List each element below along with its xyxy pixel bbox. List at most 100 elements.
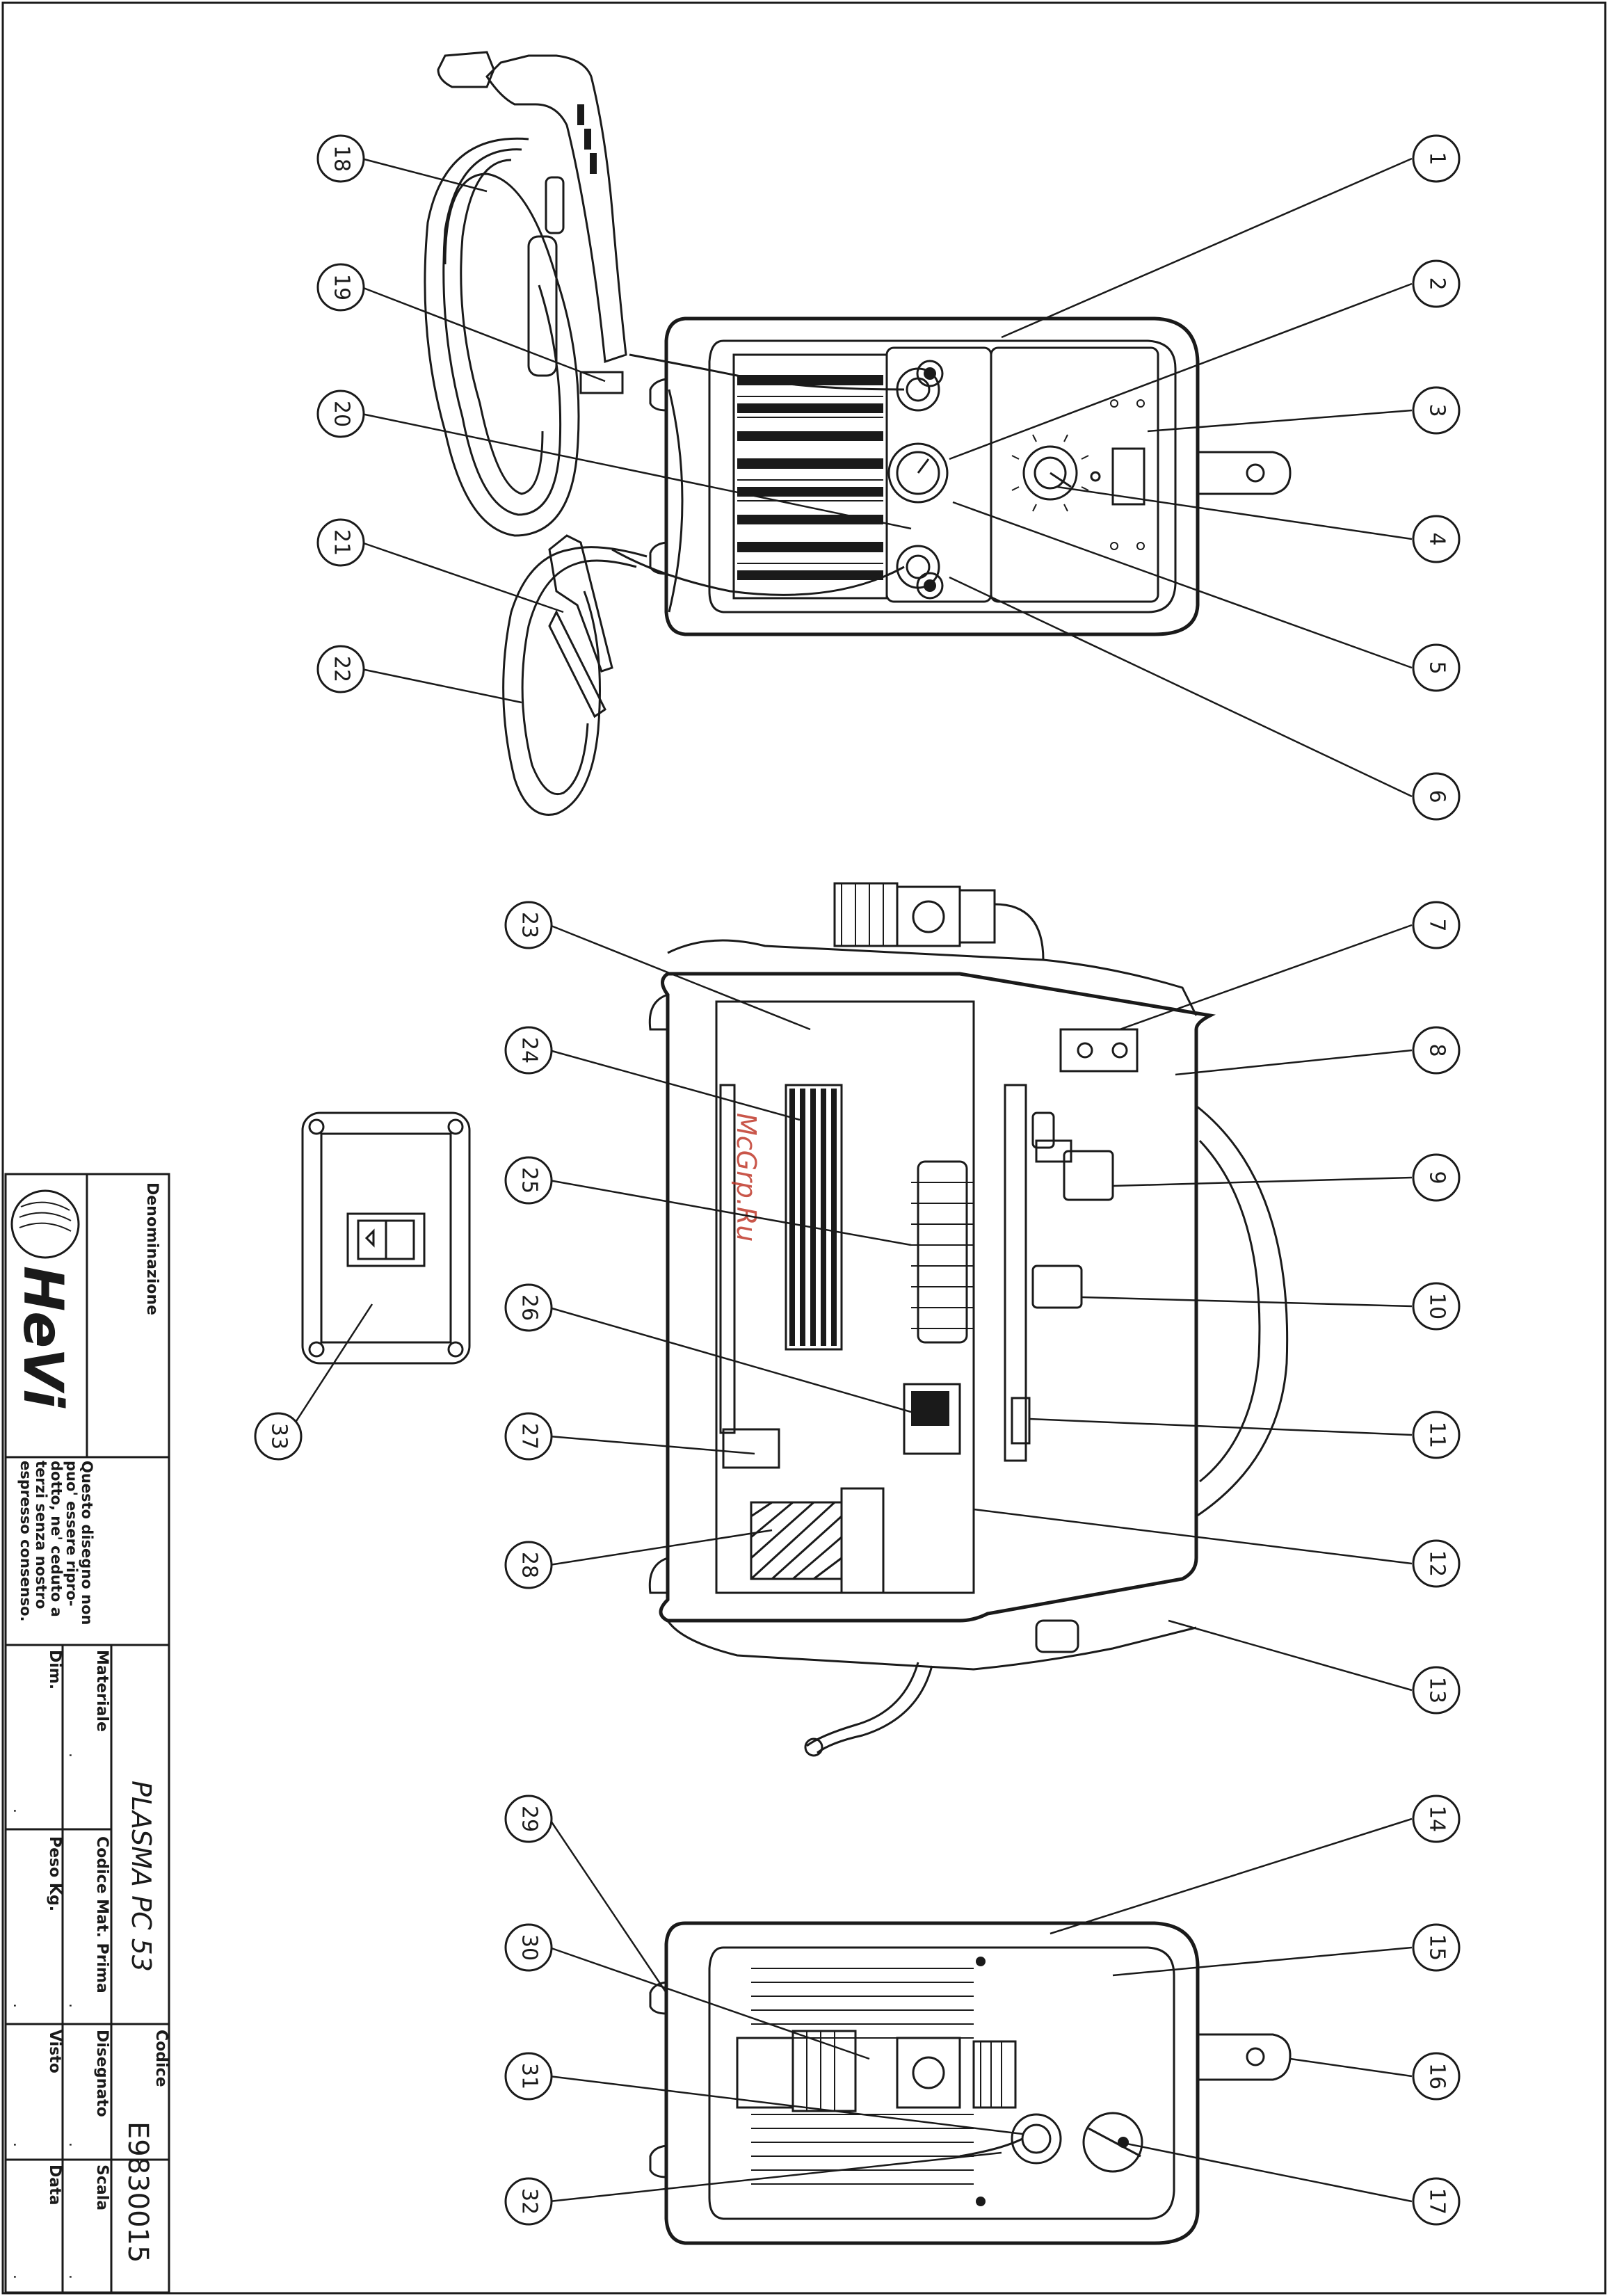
dim-label: Dim.: [46, 1650, 63, 1689]
balloon-3: 3: [1412, 386, 1461, 435]
svg-text:1: 1: [1425, 152, 1449, 165]
svg-text:dotto, ne' ceduto a: dotto, ne' ceduto a: [48, 1461, 65, 1617]
balloon-17: 17: [1412, 2177, 1461, 2226]
torch-assembly: [424, 51, 648, 816]
dim-value: .: [10, 1808, 27, 1813]
balloon-26: 26: [504, 1283, 553, 1332]
title-block: HeVi Denominazione Questo disegno non pu…: [4, 1173, 170, 2294]
balloon-8: 8: [1412, 1026, 1461, 1075]
denominazione-label: Denominazione: [143, 1182, 161, 1315]
balloon-19: 19: [316, 263, 365, 312]
svg-text:33: 33: [267, 1423, 291, 1450]
hevi-logo: HeVi: [10, 1189, 80, 1408]
svg-text:27: 27: [517, 1423, 542, 1450]
svg-text:24: 24: [517, 1037, 542, 1063]
balloon-11: 11: [1412, 1411, 1461, 1459]
balloon-12: 12: [1412, 1539, 1461, 1588]
balloon-24: 24: [504, 1026, 553, 1075]
balloon-23: 23: [504, 901, 553, 949]
balloon-28: 28: [504, 1541, 553, 1589]
visto-value: .: [10, 2142, 27, 2147]
svg-text:20: 20: [330, 401, 354, 427]
svg-text:9: 9: [1425, 1171, 1449, 1184]
balloon-6: 6: [1412, 772, 1461, 821]
svg-text:14: 14: [1425, 1806, 1449, 1832]
peso-value: .: [10, 2003, 27, 2008]
materiale-label: Materiale: [93, 1650, 111, 1732]
balloon-20: 20: [316, 390, 365, 438]
balloon-2: 2: [1412, 259, 1461, 308]
svg-text:10: 10: [1425, 1293, 1449, 1319]
front-view: [611, 316, 1292, 636]
switch-plate: [301, 1111, 471, 1365]
codice-value: E9830015: [122, 2121, 154, 2263]
svg-text:espresso consenso.: espresso consenso.: [17, 1461, 34, 1622]
balloon-25: 25: [504, 1156, 553, 1205]
svg-text:8: 8: [1425, 1043, 1449, 1057]
data-label: Data: [46, 2165, 63, 2205]
balloon-18: 18: [316, 134, 365, 183]
balloon-4: 4: [1412, 515, 1461, 563]
balloon-32: 32: [504, 2177, 553, 2226]
svg-text:12: 12: [1425, 1550, 1449, 1577]
svg-text:22: 22: [330, 656, 354, 682]
denominazione-value: PLASMA PC 53: [126, 1781, 156, 1972]
svg-text:11: 11: [1425, 1422, 1449, 1448]
data-value: .: [10, 2274, 27, 2279]
balloon-14: 14: [1412, 1795, 1461, 1843]
balloon-27: 27: [504, 1412, 553, 1461]
leaders: [287, 157, 1413, 2203]
svg-text:26: 26: [517, 1294, 542, 1321]
disegnato-value: .: [65, 2142, 83, 2147]
visto-label: Visto: [46, 2030, 63, 2073]
svg-text:terzi senza nostro: terzi senza nostro: [33, 1461, 49, 1609]
balloon-33: 33: [254, 1412, 303, 1461]
svg-text:28: 28: [517, 1552, 542, 1578]
svg-text:29: 29: [517, 1806, 542, 1832]
scala-label: Scala: [93, 2165, 111, 2210]
svg-text:Questo disegno non: Questo disegno non: [79, 1461, 95, 1625]
balloon-1: 1: [1412, 134, 1461, 183]
svg-text:21: 21: [330, 529, 354, 556]
balloon-16: 16: [1412, 2052, 1461, 2101]
svg-text:15: 15: [1425, 1934, 1449, 1961]
svg-text:32: 32: [517, 2188, 542, 2215]
balloon-21: 21: [316, 518, 365, 567]
balloon-22: 22: [316, 645, 365, 693]
svg-text:23: 23: [517, 912, 542, 938]
balloon-7: 7: [1412, 901, 1461, 949]
materiale-value: .: [65, 1753, 83, 1758]
rear-view: [649, 1921, 1292, 2245]
balloon-10: 10: [1412, 1282, 1461, 1331]
svg-text:16: 16: [1425, 2063, 1449, 2089]
balloon-30: 30: [504, 1923, 553, 1972]
svg-text:17: 17: [1425, 2188, 1449, 2215]
svg-text:25: 25: [517, 1167, 542, 1194]
svg-text:7: 7: [1425, 918, 1449, 931]
scala-value: .: [65, 2274, 83, 2279]
side-view: McGrp.Ru: [648, 882, 1289, 1757]
svg-text:30: 30: [517, 1934, 542, 1961]
logo-text: HeVi: [11, 1266, 74, 1408]
svg-text:5: 5: [1425, 661, 1449, 674]
balloon-13: 13: [1412, 1666, 1461, 1715]
svg-text:3: 3: [1425, 403, 1449, 417]
codice-mat-prima-value: .: [65, 2003, 83, 2008]
balloon-29: 29: [504, 1795, 553, 1843]
balloon-15: 15: [1412, 1923, 1461, 1972]
svg-text:19: 19: [330, 274, 354, 300]
balloons: 1 2 3 4 5 6 7 8 9 10 11 12 13 14 15 16 1…: [254, 134, 1461, 2226]
balloon-31: 31: [504, 2052, 553, 2101]
svg-text:6: 6: [1425, 789, 1449, 803]
svg-text:31: 31: [517, 2063, 542, 2089]
svg-text:2: 2: [1425, 277, 1449, 290]
svg-text:18: 18: [330, 145, 354, 172]
balloon-5: 5: [1412, 643, 1461, 692]
codice-label: Codice: [152, 2030, 170, 2087]
svg-text:4: 4: [1425, 532, 1449, 545]
disegnato-label: Disegnato: [93, 2030, 111, 2117]
balloon-9: 9: [1412, 1153, 1461, 1202]
notice-text: Questo disegno non puo' essere ripro- do…: [17, 1461, 95, 1625]
